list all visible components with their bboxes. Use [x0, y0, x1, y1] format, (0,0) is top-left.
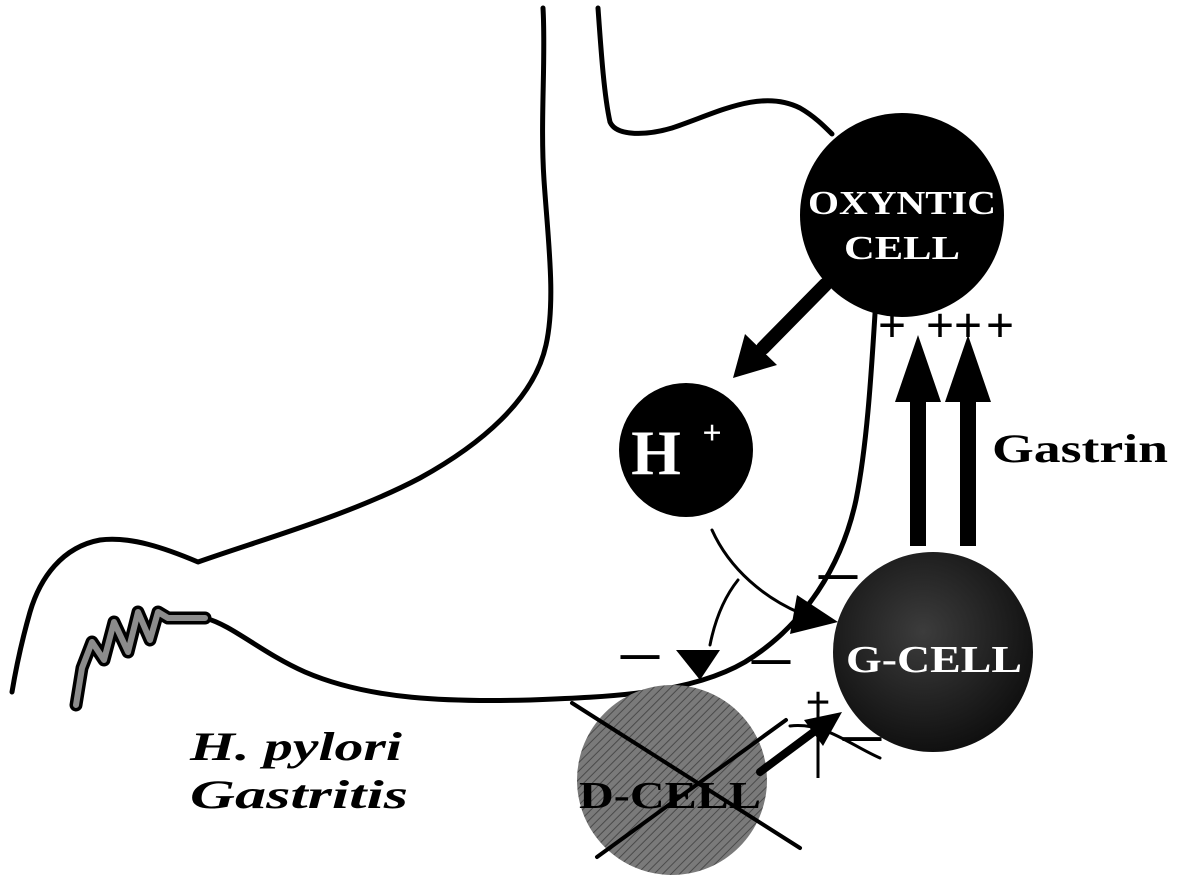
plus-sign-1: + — [878, 297, 907, 353]
plus-sign-2: + — [926, 297, 955, 353]
hydrogen-ion-charge: + — [702, 415, 721, 452]
caption-line2: Gastritis — [190, 772, 408, 817]
minus-sign-3: – — [751, 626, 792, 688]
plus-sign-3: + — [954, 297, 983, 353]
gastrin-arrow-left-shaft — [910, 396, 926, 546]
minus-sign-1: – — [620, 621, 661, 683]
g-cell-label: G-CELL — [846, 639, 1022, 681]
d-cell-label: D-CELL — [579, 775, 761, 817]
oxyntic-cell-label-line2: CELL — [844, 230, 960, 267]
hydrogen-ion-symbol: H — [631, 417, 681, 488]
gastrin-label: Gastrin — [992, 426, 1168, 471]
oxyntic-cell-label-line1: OXYNTIC — [808, 185, 996, 222]
gastrin-arrow-right-shaft — [960, 396, 976, 546]
plus-sign-4: + — [986, 297, 1015, 353]
caption-line1: H. pylori — [189, 724, 402, 769]
